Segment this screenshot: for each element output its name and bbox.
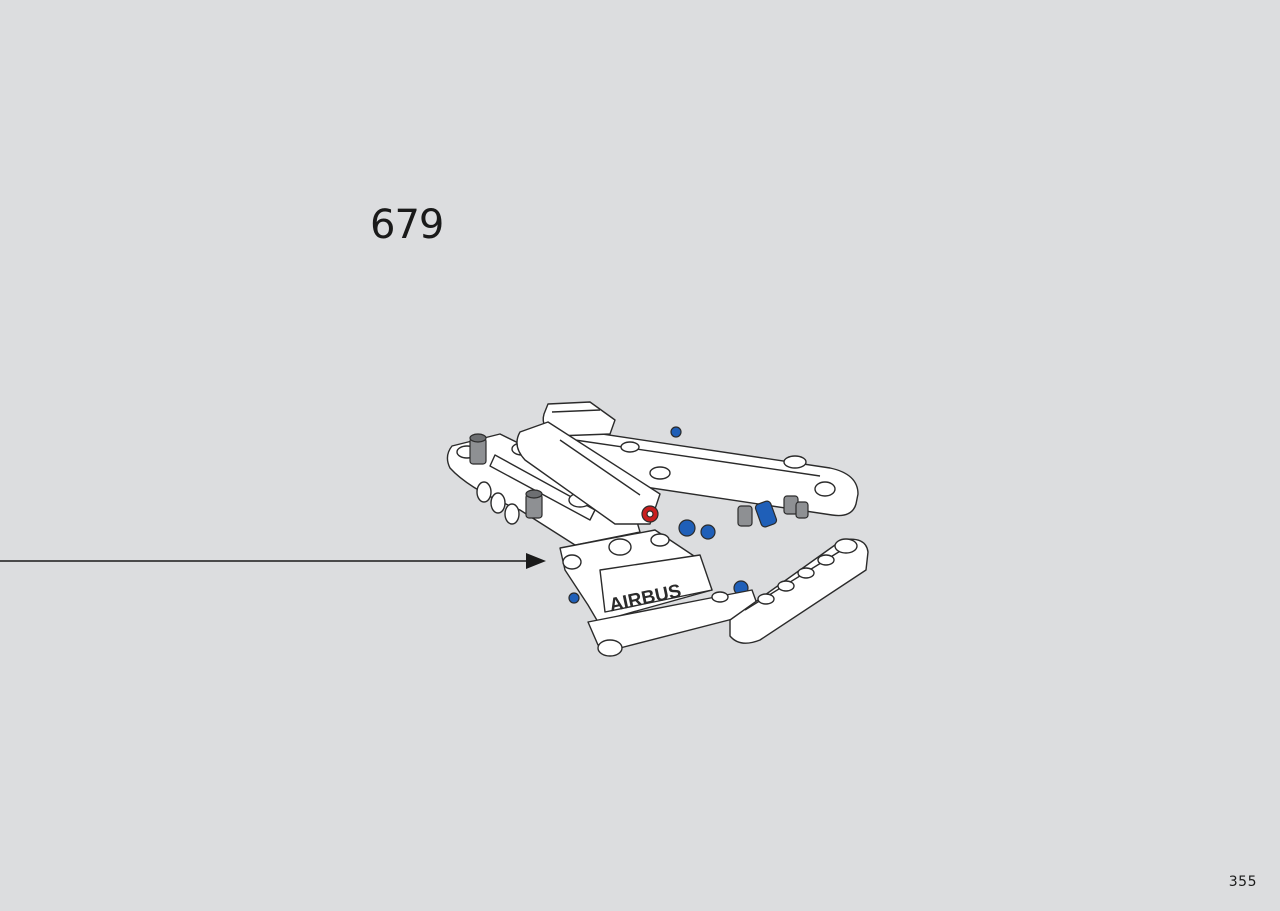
blue-pins	[568, 426, 778, 604]
hub-piece	[559, 529, 761, 657]
beam-upper-right	[557, 427, 859, 517]
page-number: 355	[1228, 874, 1257, 890]
red-pin	[641, 505, 659, 523]
beam-lower-right	[711, 538, 869, 644]
placement-arrow	[0, 553, 546, 569]
step-number: 679	[370, 202, 444, 248]
gray-pins	[469, 433, 809, 527]
